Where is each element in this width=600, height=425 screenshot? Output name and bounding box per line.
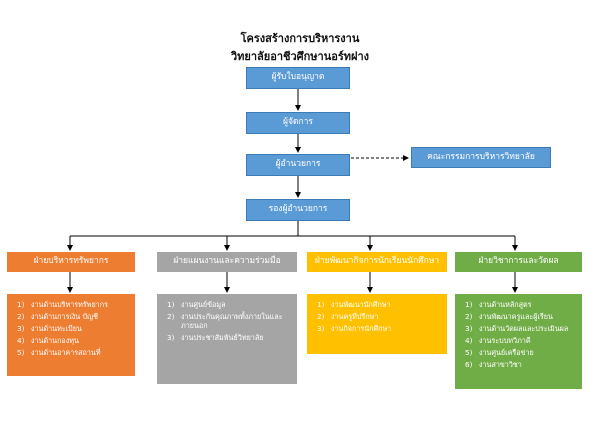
division-list-resources: 1)งานด้านบริหารทรัพยากร 2)งานด้านการเงิน… xyxy=(7,294,135,376)
list-item: 3)งานประชาสัมพันธ์วิทยาลัย xyxy=(167,333,264,342)
list-item: 2)งานพัฒนาครูและผู้เรียน xyxy=(465,312,553,321)
list-item: 5)งานศูนย์เครือข่าย xyxy=(465,348,534,357)
list-item: 4)งานระบบทวิภาคี xyxy=(465,336,531,345)
list-item: 3)งานกิจการนักศึกษา xyxy=(317,324,392,333)
list-item: 2)งานด้านการเงิน บัญชี xyxy=(17,312,99,321)
list-item: 2)งานประกันคุณภาพทั้งภายในและภายนอก xyxy=(167,312,283,330)
list-item: 1)งานศูนย์ข้อมูล xyxy=(167,300,226,309)
list-item: 2)งานครูที่ปรึกษา xyxy=(317,312,379,321)
list-item: 5)งานด้านอาคารสถานที่ xyxy=(17,348,101,357)
chart-subtitle: วิทยาลัยอาชีวศึกษานอร์ทฝาง xyxy=(230,50,369,63)
node-manager: ผู้จัดการ xyxy=(246,112,350,134)
division-list-student-affairs: 1)งานพัฒนานักศึกษา 2)งานครูที่ปรึกษา 3)ง… xyxy=(307,294,447,354)
division-list-academic: 1)งานด้านหลักสูตร 2)งานพัฒนาครูและผู้เรี… xyxy=(455,294,582,389)
division-header-student-affairs: ฝ่ายพัฒนากิจการนักเรียนนักศึกษา xyxy=(307,252,447,272)
list-item: 4)งานด้านกองทุน xyxy=(17,336,79,345)
list-item: 1)งานด้านบริหารทรัพยากร xyxy=(17,300,108,309)
chart-title: โครงสร้างการบริหารงาน xyxy=(240,32,360,45)
node-board: คณะกรรมการบริหารวิทยาลัย xyxy=(411,147,551,168)
node-director: ผู้อำนวยการ xyxy=(246,154,350,176)
division-header-resources: ฝ่ายบริหารทรัพยากร xyxy=(7,252,135,272)
list-item: 6)งานสาขาวิชา xyxy=(465,360,522,369)
node-licensee: ผู้รับใบอนุญาต xyxy=(246,67,350,89)
list-item: 1)งานพัฒนานักศึกษา xyxy=(317,300,391,309)
division-header-planning: ฝ่ายแผนงานและความร่วมมือ xyxy=(157,252,297,272)
list-item: 1)งานด้านหลักสูตร xyxy=(465,300,532,309)
list-item: 3)งานด้านทะเบียน xyxy=(17,324,82,333)
division-list-planning: 1)งานศูนย์ข้อมูล 2)งานประกันคุณภาพทั้งภา… xyxy=(157,294,297,384)
division-header-academic: ฝ่ายวิชาการและวัดผล xyxy=(455,252,582,272)
node-deputy: รองผู้อำนวยการ xyxy=(246,199,350,221)
list-item: 3)งานด้านวัดผลและประเมินผล xyxy=(465,324,569,333)
